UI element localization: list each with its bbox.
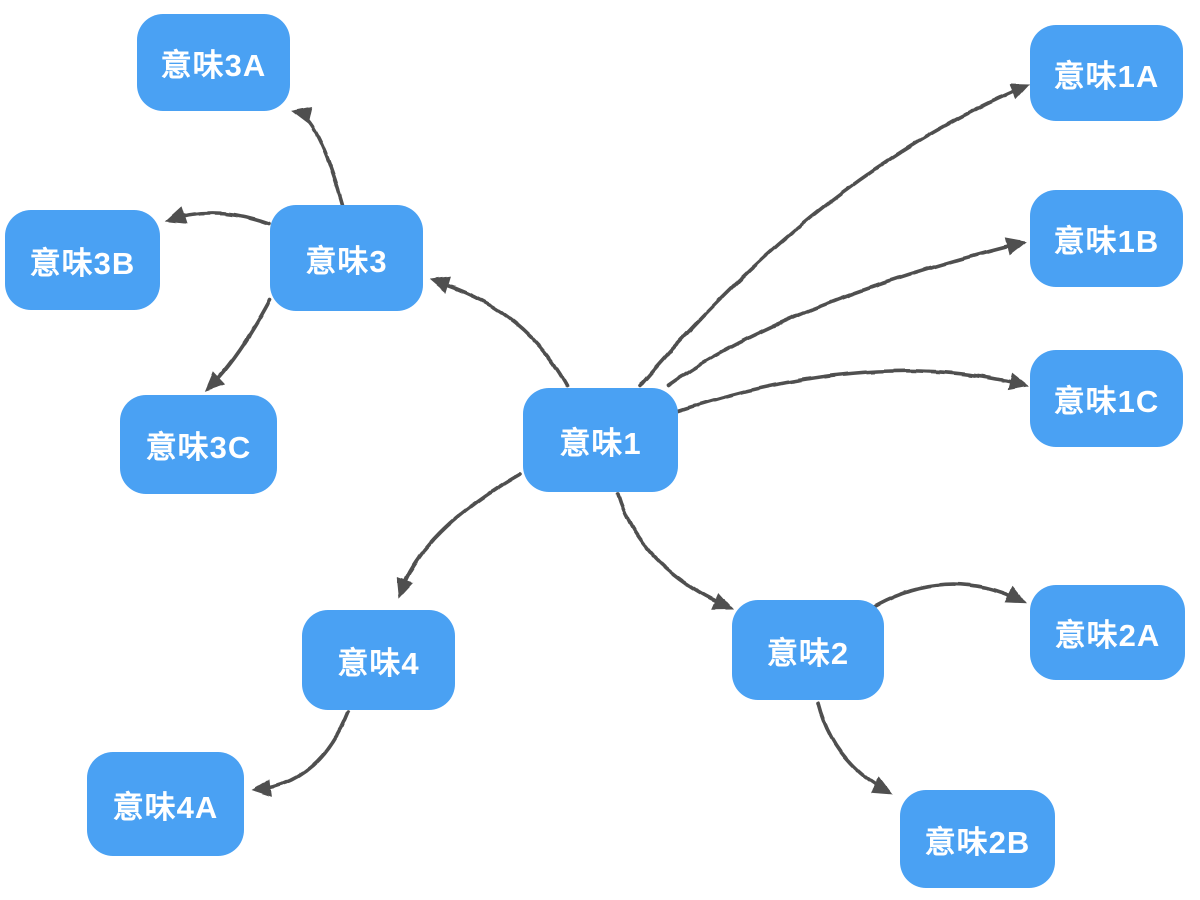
node-label-imi2: 意味2 [766, 635, 850, 671]
arrowhead-imi1-imi3 [429, 276, 451, 294]
node-label-imi3: 意味3 [305, 243, 388, 279]
node-label-imi4: 意味4 [337, 645, 420, 681]
node-label-imi1a: 意味1A [1053, 58, 1160, 94]
node-imi2b[interactable]: 意味2B [900, 790, 1055, 888]
node-imi2[interactable]: 意味2 [732, 600, 884, 700]
arrowhead-imi1-imi1b [1005, 237, 1027, 256]
node-imi3a[interactable]: 意味3A [137, 14, 290, 111]
arrowhead-imi4-imi4a [251, 779, 272, 798]
edge-imi1-imi1c [676, 369, 1026, 413]
node-label-imi2b: 意味2B [924, 824, 1031, 860]
node-label-imi4a: 意味4A [112, 789, 219, 825]
node-imi3c[interactable]: 意味3C [120, 395, 277, 494]
node-imi2a[interactable]: 意味2A [1030, 585, 1185, 680]
edge-imi2-imi2a [866, 582, 1024, 612]
node-imi1a[interactable]: 意味1A [1030, 25, 1183, 121]
arrowhead-imi3-imi3a [291, 106, 313, 125]
node-label-imi3b: 意味3B [29, 245, 136, 281]
node-imi3b[interactable]: 意味3B [5, 210, 160, 310]
node-label-imi3c: 意味3C [145, 430, 252, 465]
arrowhead-imi1-imi1a [1008, 83, 1031, 101]
edge-imi1-imi1b [666, 241, 1024, 388]
arrowhead-imi2-imi2a [1004, 586, 1027, 604]
arrowhead-imi1-imi4 [396, 576, 414, 599]
node-imi3[interactable]: 意味3 [270, 205, 423, 311]
node-imi1b[interactable]: 意味1B [1030, 190, 1183, 287]
node-imi1c[interactable]: 意味1C [1030, 350, 1183, 447]
edge-imi1-imi3 [432, 279, 569, 388]
node-imi4[interactable]: 意味4 [302, 610, 455, 710]
node-label-imi1: 意味1 [559, 425, 642, 461]
edge-imi1-imi2 [616, 492, 731, 609]
node-label-imi3a: 意味3A [160, 48, 267, 83]
edge-imi1-imi1a [638, 84, 1028, 388]
node-imi4a[interactable]: 意味4A [87, 752, 244, 856]
arrowhead-imi1-imi2 [711, 592, 734, 610]
node-label-imi2a: 意味2A [1054, 618, 1161, 653]
arrowhead-imi1-imi1c [1007, 372, 1029, 391]
arrowhead-imi3-imi3b [165, 206, 188, 224]
node-label-imi1c: 意味1C [1053, 384, 1160, 419]
edge-imi1-imi4 [398, 472, 522, 596]
node-label-imi1b: 意味1B [1053, 224, 1160, 259]
node-imi1[interactable]: 意味1 [523, 388, 678, 492]
arrowhead-imi2-imi2b [870, 776, 893, 795]
arrowhead-imi3-imi3c [204, 371, 226, 392]
